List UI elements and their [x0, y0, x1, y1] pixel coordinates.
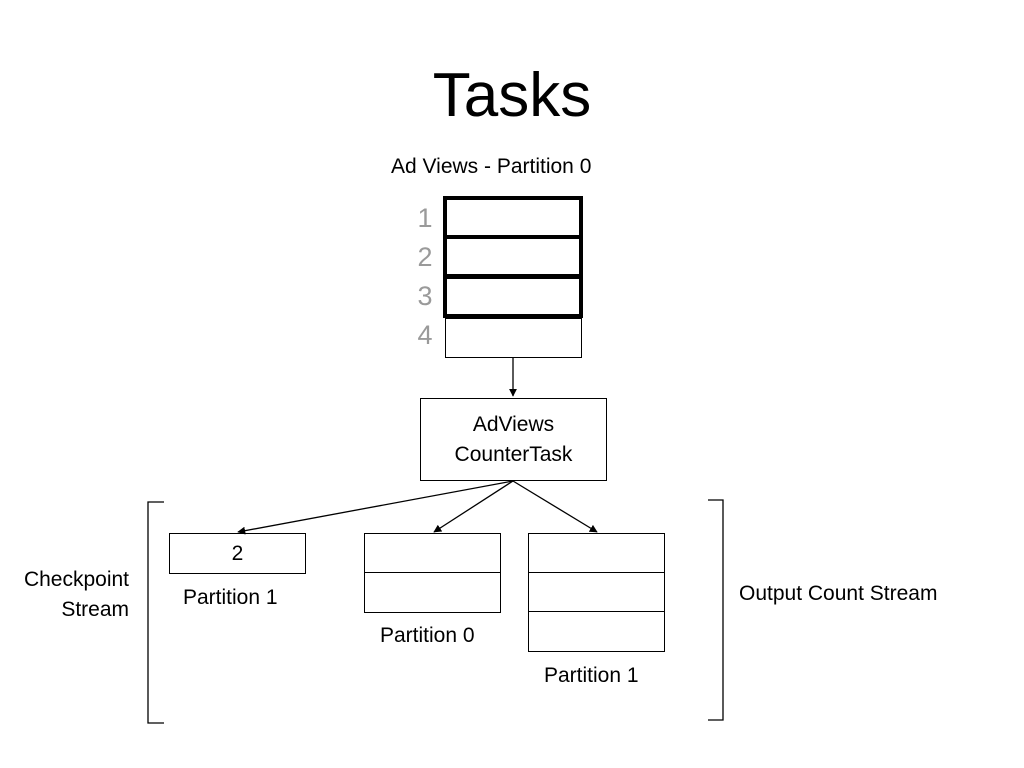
output-partition0-label: Partition 0	[380, 624, 475, 647]
checkpoint-partition-label: Partition 1	[183, 586, 278, 609]
input-stream-label: Ad Views - Partition 0	[391, 155, 592, 178]
page-title: Tasks	[432, 61, 592, 130]
output-p0-message-2	[364, 572, 501, 613]
checkpoint-stream-label: Checkpoint Stream	[0, 565, 129, 625]
processed-message-3	[443, 275, 583, 318]
checkpoint-stream-label-line1: Checkpoint	[23, 568, 129, 591]
left-bracket	[147, 501, 164, 724]
arrow-task-to-checkpoint	[237, 480, 514, 535]
offset-number: 2	[417, 242, 433, 272]
checkpoint-message: 2	[169, 533, 306, 574]
output-stream-label: Output Count Stream	[739, 582, 938, 605]
counter-task-box: AdViews CounterTask	[420, 398, 607, 481]
right-bracket	[708, 499, 724, 721]
offset-number: 1	[417, 203, 433, 233]
pending-message-4	[445, 318, 582, 358]
arrow-task-to-output-p0	[433, 480, 514, 533]
processed-message-1	[443, 196, 583, 239]
offset-number: 4	[417, 320, 433, 350]
output-p1-message-3	[528, 611, 665, 652]
checkpoint-stream-label-line2: Stream	[61, 598, 129, 621]
task-name-line2: CounterTask	[454, 442, 573, 466]
output-partition1-label: Partition 1	[544, 664, 639, 687]
offset-number: 3	[417, 281, 433, 311]
output-p0-message-1	[364, 533, 501, 573]
arrow-task-to-output-p1	[512, 480, 598, 533]
task-name-line1: AdViews	[472, 412, 555, 436]
